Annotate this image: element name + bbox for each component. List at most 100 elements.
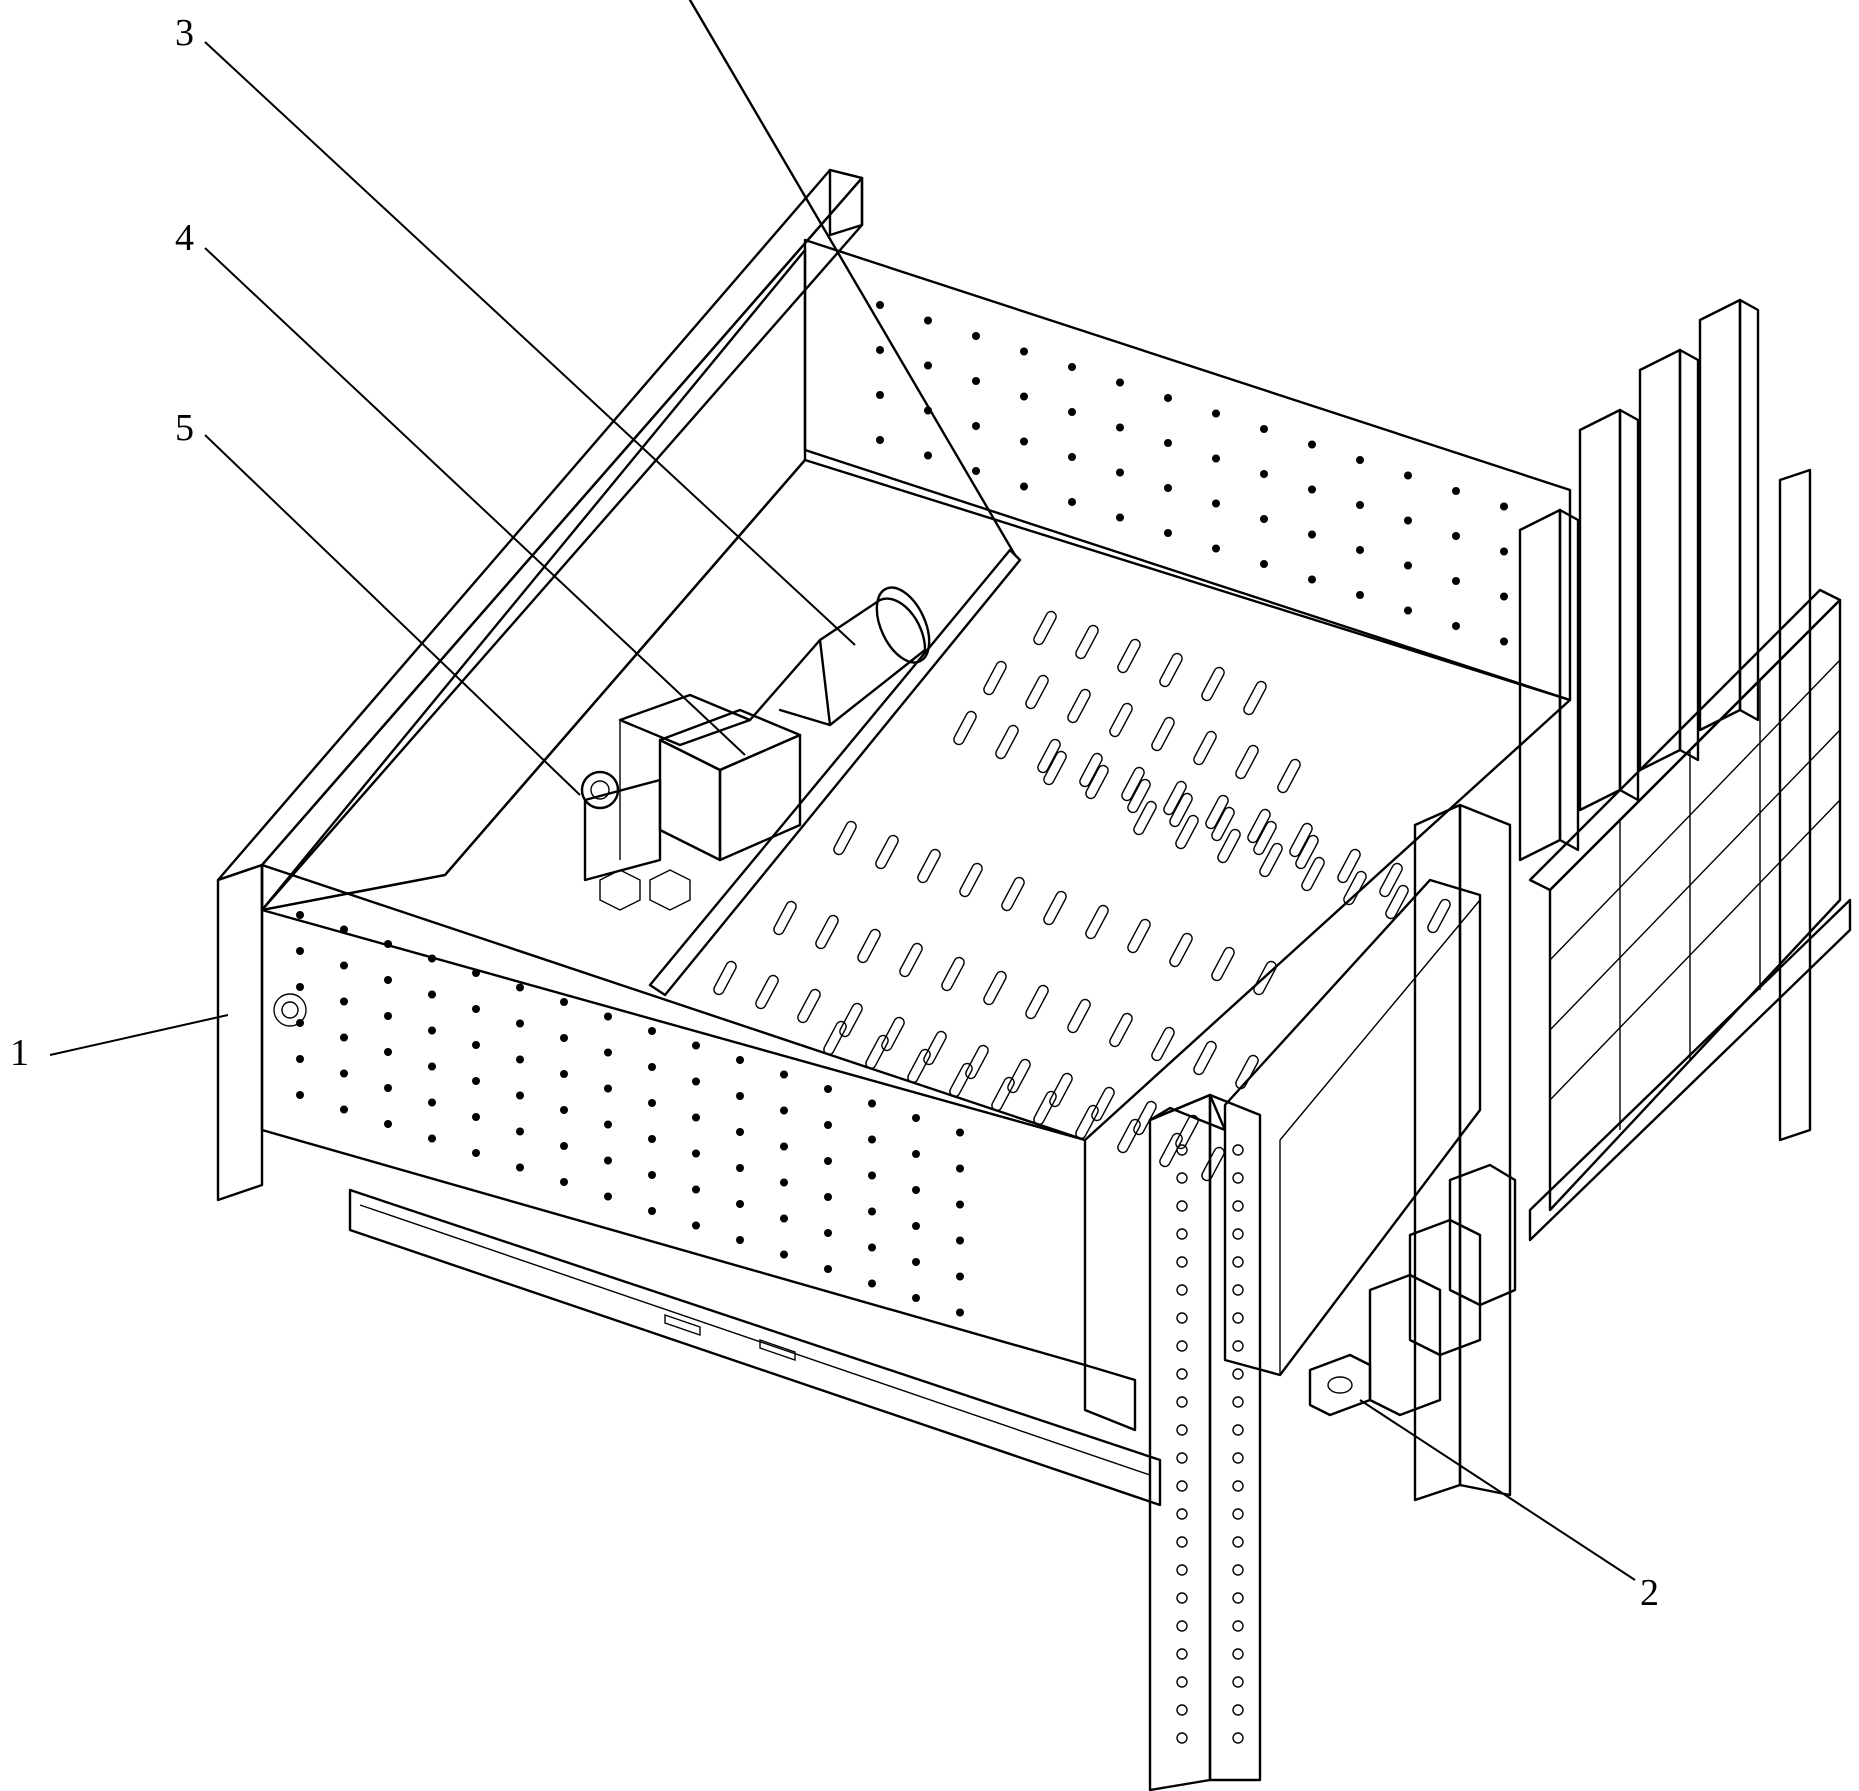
wall-hole (692, 1221, 700, 1230)
wall-hole (648, 1063, 656, 1071)
wall-hole (736, 1056, 744, 1064)
wall-hole (736, 1092, 744, 1100)
floor-slot (1109, 1012, 1133, 1048)
front-panel (216, 168, 864, 1202)
wall-hole (472, 969, 480, 977)
wall-hole (1308, 485, 1316, 494)
wall-hole (1452, 622, 1460, 630)
floor-slot (755, 974, 779, 1010)
floor-slot (881, 1016, 905, 1052)
wall-hole (428, 1026, 436, 1035)
post-hole (1232, 1620, 1244, 1632)
floor-slot (1217, 828, 1241, 864)
floor-slot (1253, 960, 1277, 996)
wall-hole (472, 1041, 480, 1049)
callout-4: 4 (175, 217, 194, 259)
wall-hole (1404, 561, 1412, 570)
wall-hole (340, 961, 348, 970)
wall-hole (876, 391, 884, 399)
post-hole (1232, 1340, 1244, 1352)
post-hole (1176, 1284, 1188, 1296)
floor-slot (1193, 1040, 1217, 1076)
floor-slot (1075, 1104, 1099, 1140)
wall-hole (1068, 453, 1076, 461)
floor-slot (815, 914, 839, 950)
floor-slot (1151, 1026, 1175, 1062)
wall-hole (868, 1171, 876, 1180)
front-post (1148, 1093, 1262, 1791)
motor-cylinder (748, 586, 931, 727)
wall-hole (1116, 513, 1124, 522)
floor-slot (1079, 752, 1103, 788)
post-hole (1176, 1676, 1188, 1688)
wall-hole (912, 1294, 920, 1302)
wall-hole (1356, 501, 1364, 509)
wall-hole (1260, 470, 1268, 478)
floor-slot (797, 988, 821, 1024)
leader-line-4 (204, 247, 746, 756)
callout-5: 5 (175, 407, 194, 449)
wall-hole (1020, 347, 1028, 356)
floor-slot (1151, 716, 1175, 752)
wall-hole (956, 1164, 964, 1173)
floor-slot (1301, 856, 1325, 892)
wall-hole (1212, 409, 1220, 418)
post-hole (1176, 1592, 1188, 1604)
floor-slot (1025, 674, 1049, 710)
wall-hole (824, 1193, 832, 1201)
wall-hole (1308, 575, 1316, 584)
floor-slot (1169, 792, 1193, 828)
wall-hole (340, 1033, 348, 1042)
wall-hole (472, 1077, 480, 1085)
wall-hole (296, 983, 304, 991)
wall-hole (560, 1034, 568, 1042)
wall-hole (912, 1150, 920, 1158)
wall-hole (1500, 502, 1508, 511)
floor-slot (1243, 680, 1267, 716)
floor-slot (1295, 834, 1319, 870)
post-hole (1232, 1312, 1244, 1324)
wall-hole (736, 1128, 744, 1136)
floor-slot (1133, 800, 1157, 836)
wall-hole (516, 1055, 524, 1064)
floor-slot (857, 928, 881, 964)
post-hole (1232, 1508, 1244, 1520)
post-hole (1232, 1200, 1244, 1212)
wall-hole (824, 1121, 832, 1129)
wall-hole (1020, 437, 1028, 446)
floor-slot (965, 1044, 989, 1080)
wall-hole (1404, 606, 1412, 615)
post-hole (1176, 1200, 1188, 1212)
floor-slot (1067, 688, 1091, 724)
wall-hole (972, 422, 980, 430)
wall-hole (604, 1012, 612, 1021)
wall-hole (560, 1106, 568, 1114)
wall-hole (1212, 544, 1220, 553)
wall-hole (1164, 394, 1172, 402)
wall-hole (472, 1113, 480, 1121)
floor-slot (713, 960, 737, 996)
post-hole (1232, 1676, 1244, 1688)
wall-hole (912, 1222, 920, 1230)
wall-hole (1308, 530, 1316, 539)
floor-slot (1175, 814, 1199, 850)
post-hole (1176, 1228, 1188, 1240)
post-hole (1232, 1592, 1244, 1604)
wall-hole (1020, 482, 1028, 491)
wall-hole (1308, 440, 1316, 449)
wall-hole (912, 1114, 920, 1122)
wall-hole (780, 1106, 788, 1115)
wall-hole (736, 1164, 744, 1172)
wall-hole (1356, 591, 1364, 599)
callout-2: 2 (1640, 1572, 1659, 1614)
wall-hole (428, 954, 436, 963)
wall-hole (1164, 484, 1172, 492)
floor-slot (1379, 862, 1403, 898)
wall-hole (560, 1178, 568, 1186)
post-hole (1176, 1172, 1188, 1184)
wall-hole (956, 1128, 964, 1137)
floor-slot (1289, 822, 1313, 858)
floor-slots (713, 610, 1451, 1182)
wall-hole (384, 1084, 392, 1092)
wall-hole (472, 1149, 480, 1157)
